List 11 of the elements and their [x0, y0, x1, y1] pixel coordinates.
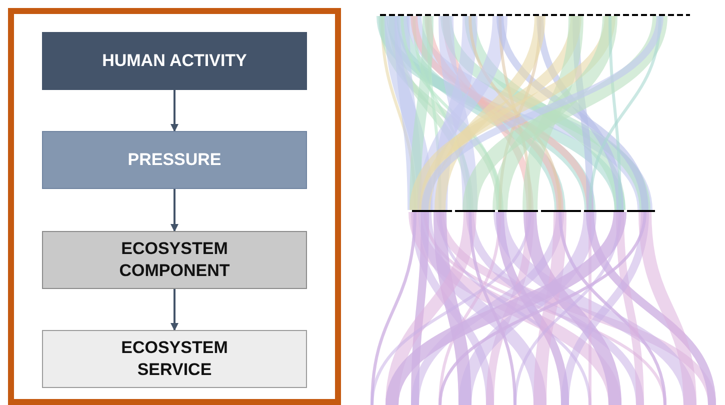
process-box	[42, 32, 307, 90]
process-box	[42, 131, 307, 189]
arrow	[170, 289, 178, 331]
box-label: ECOSYSTEM COMPONENT	[118, 238, 231, 282]
arrow	[170, 189, 178, 232]
box-label: HUMAN ACTIVITY	[101, 50, 248, 72]
process-box	[42, 330, 307, 388]
process-box	[42, 231, 307, 289]
box-label: PRESSURE	[126, 149, 222, 171]
arrow	[170, 90, 178, 132]
box-label: ECOSYSTEM SERVICE	[120, 337, 229, 381]
